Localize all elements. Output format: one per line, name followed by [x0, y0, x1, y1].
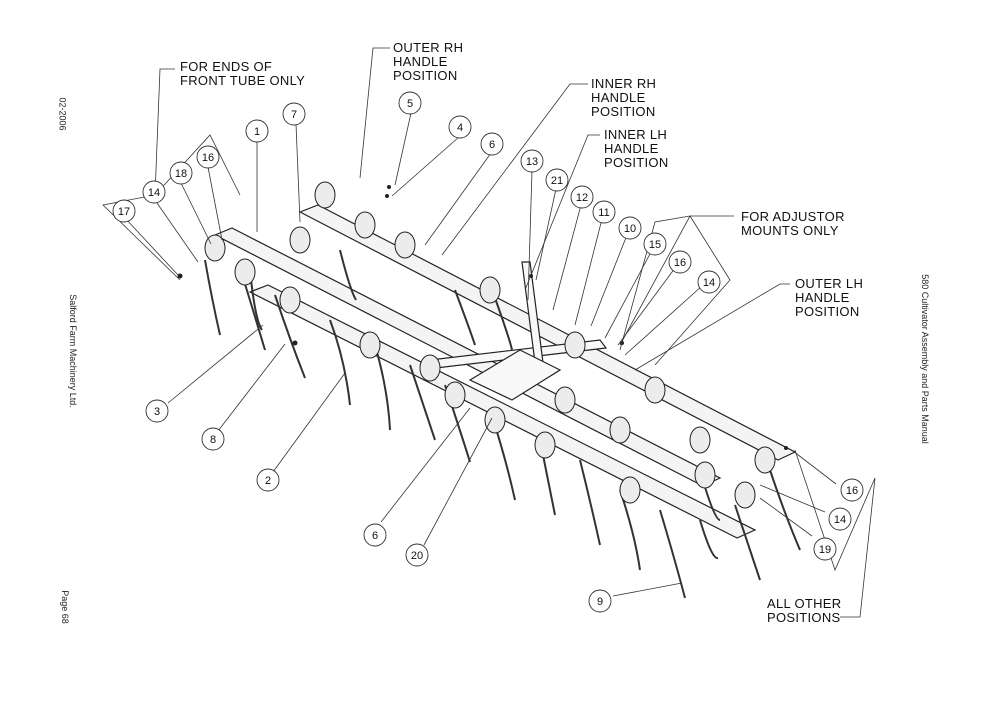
svg-text:2: 2 — [265, 475, 271, 487]
svg-text:4: 4 — [457, 122, 463, 134]
svg-text:7: 7 — [291, 109, 297, 121]
rear-tube — [298, 204, 797, 461]
svg-text:10: 10 — [624, 223, 636, 235]
tines — [204, 249, 801, 599]
svg-text:3: 3 — [154, 406, 160, 418]
balloon-15: 15 — [643, 232, 667, 256]
balloon-1: 1 — [245, 119, 269, 143]
balloon-16-left: 16 — [196, 145, 220, 169]
svg-text:20: 20 — [411, 550, 423, 562]
tine-clamps — [204, 181, 776, 509]
balloon-3: 3 — [145, 399, 169, 423]
callout-all-other-positions: ALL OTHER POSITIONS — [767, 596, 842, 625]
svg-text:8: 8 — [210, 434, 216, 446]
svg-text:13: 13 — [526, 156, 538, 168]
balloon-2: 2 — [256, 468, 280, 492]
balloon-13: 13 — [520, 149, 544, 173]
balloon-14-mid: 14 — [697, 270, 721, 294]
svg-text:1: 1 — [254, 126, 260, 138]
svg-text:12: 12 — [576, 192, 588, 204]
svg-text:6: 6 — [372, 530, 378, 542]
svg-text:15: 15 — [649, 239, 661, 251]
bolts — [177, 185, 788, 450]
svg-text:14: 14 — [148, 187, 160, 199]
balloon-12: 12 — [570, 185, 594, 209]
balloon-10: 10 — [618, 216, 642, 240]
svg-text:16: 16 — [846, 485, 858, 497]
balloon-14-left: 14 — [142, 180, 166, 204]
callout-inner-rh-handle: INNER RH HANDLE POSITION — [591, 76, 657, 119]
balloon-6-bottom: 6 — [363, 523, 387, 547]
balloon-16-right: 16 — [840, 478, 864, 502]
svg-text:18: 18 — [175, 168, 187, 180]
cross-beam — [468, 349, 562, 401]
balloon-19: 19 — [813, 537, 837, 561]
svg-text:6: 6 — [489, 139, 495, 151]
svg-text:5: 5 — [407, 98, 413, 110]
balloon-6-top: 6 — [480, 132, 504, 156]
callout-front-tube-ends: FOR ENDS OF FRONT TUBE ONLY — [180, 59, 306, 88]
balloon-16-mid: 16 — [668, 250, 692, 274]
callout-inner-lh-handle: INNER LH HANDLE POSITION — [604, 127, 669, 170]
balloon-21: 21 — [545, 168, 569, 192]
svg-text:19: 19 — [819, 544, 831, 556]
balloon-9: 9 — [588, 589, 612, 613]
svg-text:17: 17 — [118, 206, 130, 218]
balloon-17: 17 — [112, 199, 136, 223]
svg-text:14: 14 — [703, 277, 715, 289]
balloon-8: 8 — [201, 427, 225, 451]
balloon-7: 7 — [282, 102, 306, 126]
balloon-4: 4 — [448, 115, 472, 139]
callout-outer-rh-handle: OUTER RH HANDLE POSITION — [393, 40, 464, 83]
callout-adjustor-mounts: FOR ADJUSTOR MOUNTS ONLY — [741, 209, 845, 238]
balloon-5: 5 — [398, 91, 422, 115]
balloon-18: 18 — [169, 161, 193, 185]
balloon-20: 20 — [405, 543, 429, 567]
balloon-14-right: 14 — [828, 507, 852, 531]
svg-text:21: 21 — [551, 175, 563, 187]
svg-text:9: 9 — [597, 596, 603, 608]
svg-text:16: 16 — [674, 257, 686, 269]
balloon-11: 11 — [592, 200, 616, 224]
svg-text:16: 16 — [202, 152, 214, 164]
callout-outer-lh-handle: OUTER LH HANDLE POSITION — [795, 276, 864, 319]
svg-text:11: 11 — [598, 207, 609, 219]
svg-text:14: 14 — [834, 514, 846, 526]
